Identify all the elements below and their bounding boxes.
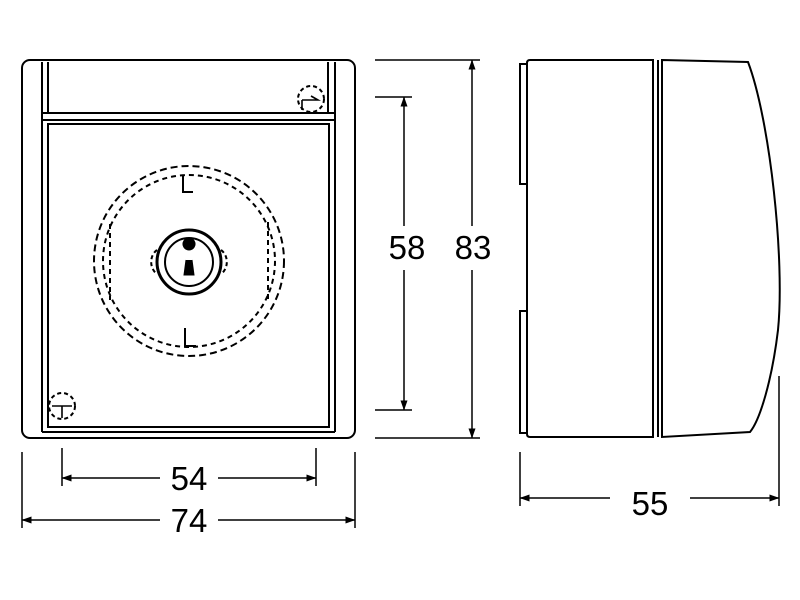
lid-panel	[47, 123, 330, 428]
dim-label-overall-height: 83	[455, 229, 492, 266]
base-rib-top	[519, 63, 527, 185]
base-rib-bottom	[519, 310, 527, 434]
lock-cylinder-outer	[155, 228, 223, 296]
dim-label-overall-width: 74	[171, 502, 208, 539]
side-view	[519, 58, 781, 439]
dim-label-inner-height: 58	[389, 229, 426, 266]
front-view	[21, 59, 356, 439]
base-body	[526, 59, 654, 438]
screw-top-right	[297, 85, 325, 113]
lock-wing-right	[220, 249, 228, 275]
dashed-ring-outer	[93, 165, 285, 357]
position-mark-top	[182, 176, 193, 193]
housing-outline	[21, 59, 356, 439]
dim-label-depth: 55	[632, 485, 669, 522]
lock-wing-left	[150, 249, 158, 275]
screw-bottom-left	[48, 392, 76, 420]
dimension-lines	[21, 59, 780, 528]
dashed-ring-inner	[102, 174, 276, 348]
curved-lid	[661, 58, 781, 439]
position-mark-bottom	[184, 328, 196, 347]
dim-label-inner-width: 54	[171, 460, 208, 497]
keyhole-icon	[182, 237, 196, 276]
